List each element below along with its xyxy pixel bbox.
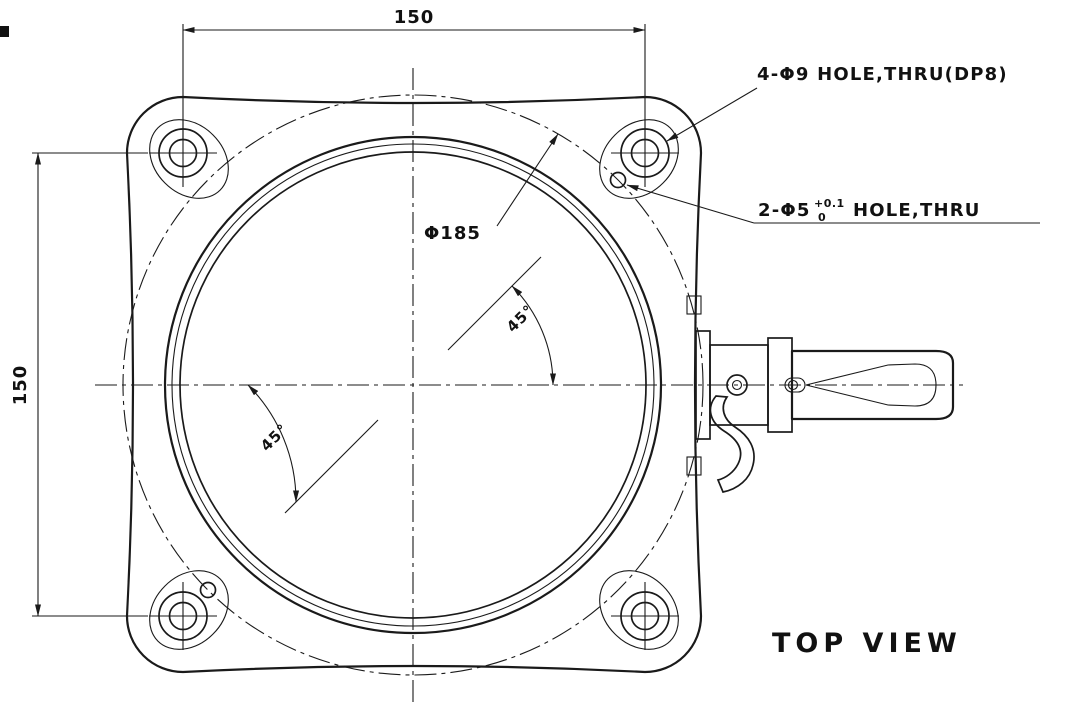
angle-dimension-lower: 45° [247, 384, 379, 514]
angle-lower-label: 45° [257, 420, 292, 455]
pin-holes-tolerance-lower: 0 [818, 211, 826, 224]
screen-artifact [0, 26, 9, 37]
corner-hole-bottom-left [149, 582, 217, 650]
bolt-circle-callout: Φ185 [424, 133, 559, 244]
edge-tab-lower [686, 456, 702, 476]
clamp-handle [695, 330, 955, 493]
dim-width-label: 150 [394, 7, 435, 28]
bore-circles [163, 135, 663, 635]
edge-tab-upper [686, 295, 702, 315]
view-title: TOP VIEW [772, 628, 962, 659]
corner-bosses [149, 119, 679, 650]
pin-holes-tolerance-upper: +0.1 [814, 197, 845, 210]
pin-holes [199, 171, 627, 599]
corner-hole-bottom-right [611, 582, 679, 650]
plate-outline [125, 95, 703, 674]
latch-hook [709, 395, 755, 493]
bolt-circle-centerline [122, 94, 704, 676]
pivot-pin-outer [726, 374, 748, 396]
pin-hole-top-right [609, 171, 627, 189]
link-pin [787, 379, 799, 391]
link-slot [784, 377, 806, 393]
bolt-circle-label: Φ185 [424, 223, 481, 244]
dimension-height: 150 [10, 152, 148, 617]
pin-holes-label-suffix: HOLE,THRU [853, 200, 981, 221]
angle-dimension-upper: 45° [447, 256, 556, 386]
handle-lever-outline [790, 349, 955, 421]
corner-hole-top-right [611, 119, 679, 187]
dimension-width: 150 [182, 7, 646, 140]
corner-holes-label: 4-Φ9 HOLE,THRU(DP8) [757, 64, 1008, 85]
pin-hole-bottom-left [199, 581, 217, 599]
dim-height-label: 150 [10, 365, 31, 406]
angle-upper-label: 45° [503, 301, 538, 336]
pin-holes-label-prefix: 2-Φ5 [758, 200, 811, 221]
pin-holes-callout: 2-Φ5 +0.1 0 HOLE,THRU [626, 184, 1040, 224]
pivot-pin-inner [731, 379, 743, 391]
corner-holes-callout: 4-Φ9 HOLE,THRU(DP8) [666, 64, 1008, 142]
handle-lever-inner [805, 363, 937, 407]
